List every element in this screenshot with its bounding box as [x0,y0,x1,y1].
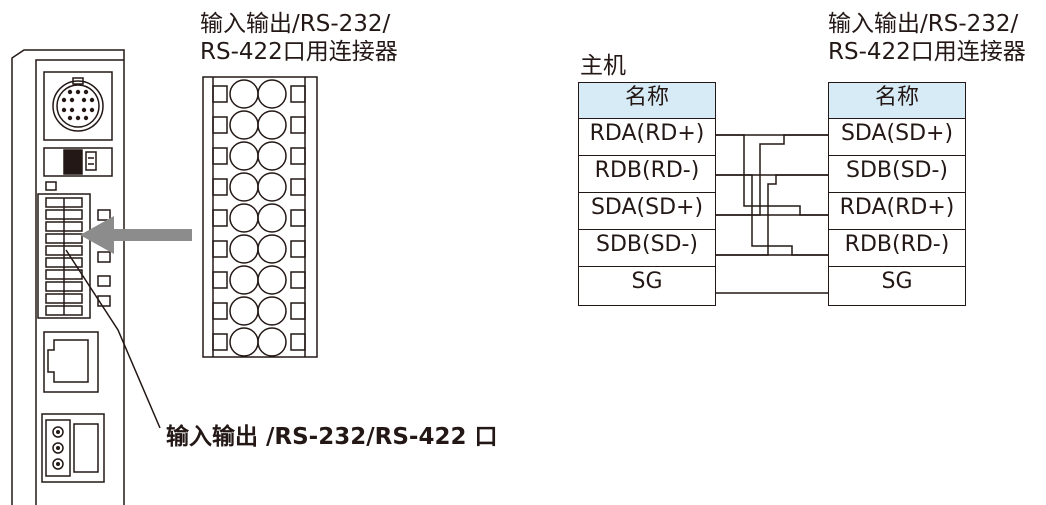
terminal-block-icon [37,193,111,319]
wiring-lines [716,134,828,294]
din-port-icon [43,71,113,141]
connector-label-line2: RS-422口用连接器 [200,39,398,65]
host-row: SDA(SD+) [578,192,716,230]
connector-row: SDA(SD+) [828,118,966,156]
host-row: SDB(SD-) [578,229,716,267]
connector-plug-icon [202,76,318,358]
port-label: 输入输出 /RS-232/RS-422 口 [166,424,498,450]
connector-row: RDA(RD+) [828,192,966,230]
host-header: 名称 [578,82,716,120]
power-connector-icon [41,413,105,483]
connector-label-line1: 输入输出/RS-232/ [200,11,391,37]
ethernet-port-icon [43,331,99,393]
connector-title-line1: 输入输出/RS-232/ [828,11,1019,37]
insert-arrow-icon [80,216,192,254]
dip-switch-icon [43,147,113,191]
device-housing [11,49,125,505]
port-leader-line [65,249,161,429]
host-row: RDB(RD-) [578,155,716,193]
connector-title-line2: RS-422口用连接器 [828,39,1026,65]
host-row: SG [578,266,716,306]
connector-row: RDB(RD-) [828,229,966,267]
host-title: 主机 [580,53,626,79]
connector-row: SG [828,266,966,306]
connector-header: 名称 [828,82,966,120]
connector-row: SDB(SD-) [828,155,966,193]
host-row: RDA(RD+) [578,118,716,156]
